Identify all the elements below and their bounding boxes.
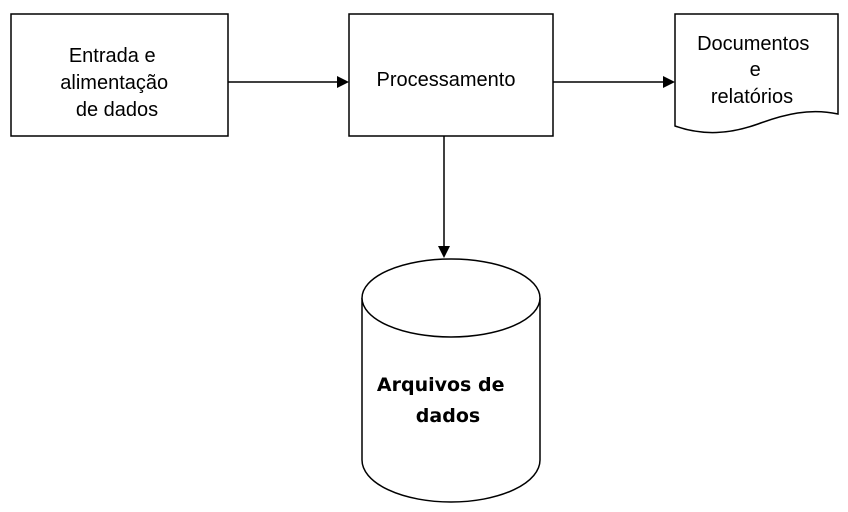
data-input-label-line: Entrada e <box>69 45 156 67</box>
data-files-label-line: dados <box>416 405 480 427</box>
data-files-label-line: Arquivos de <box>377 374 505 396</box>
documents-label: Documentos e relatórios <box>697 33 815 108</box>
data-files-label: Arquivos de dados <box>377 374 511 427</box>
data-input-label-line: de dados <box>76 99 158 121</box>
data-input-label: Entrada e alimentação de dados <box>60 45 173 121</box>
arrow-head <box>663 76 675 88</box>
document-shape <box>674 13 839 134</box>
arrow-head <box>438 246 450 258</box>
node-processing: Processamento <box>348 13 554 137</box>
node-data-input: Entrada e alimentação de dados <box>10 13 229 137</box>
arrow-process-to-storage <box>438 136 450 258</box>
processing-box <box>348 13 554 137</box>
data-input-label-line: alimentação <box>60 72 168 94</box>
node-documents-reports: Documentos e relatórios <box>674 13 839 134</box>
cylinder-body <box>361 298 541 503</box>
node-data-files: Arquivos de dados <box>361 258 541 503</box>
documents-label-line: relatórios <box>711 86 793 108</box>
documents-label-line: e <box>750 59 761 81</box>
documents-label-line: Documentos <box>697 33 809 55</box>
arrow-input-to-process <box>228 76 349 88</box>
processing-label: Processamento <box>377 69 516 91</box>
cylinder-top <box>361 258 541 338</box>
data-input-box <box>10 13 229 137</box>
arrow-head <box>337 76 349 88</box>
arrow-process-to-documents <box>553 76 675 88</box>
